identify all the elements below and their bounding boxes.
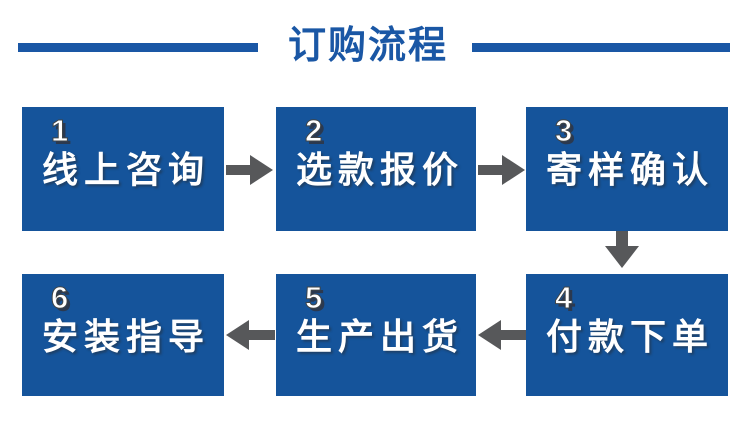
- step-number: 1: [51, 113, 69, 149]
- step-number: 3: [555, 113, 573, 149]
- title-right-bar: [472, 43, 730, 52]
- step-box-6: 6 安装指导: [22, 274, 224, 396]
- step-number: 5: [305, 280, 323, 316]
- step-box-5: 5 生产出货: [276, 274, 476, 396]
- arrow-right-1-2: [226, 155, 273, 185]
- step-box-3: 3 寄样确认: [526, 107, 728, 231]
- arrow-stem: [478, 165, 502, 175]
- step-box-1: 1 线上咨询: [22, 107, 224, 231]
- step-label: 生产出货: [296, 316, 465, 357]
- step-number: 6: [51, 280, 69, 316]
- arrow-stem: [249, 330, 275, 340]
- step-number: 2: [305, 113, 323, 149]
- step-label: 付款下单: [546, 316, 715, 357]
- page-title: 订购流程: [287, 25, 448, 67]
- arrow-head-right-icon: [502, 155, 525, 185]
- arrow-left-4-5: [478, 320, 527, 350]
- step-label: 选款报价: [296, 149, 465, 190]
- step-label: 安装指导: [42, 316, 211, 357]
- arrow-head-down-icon: [605, 246, 639, 268]
- arrow-right-2-3: [478, 155, 525, 185]
- arrow-stem: [616, 231, 628, 246]
- step-box-4: 4 付款下单: [526, 274, 728, 396]
- step-number: 4: [555, 280, 573, 316]
- step-label: 线上咨询: [42, 149, 211, 190]
- arrow-head-left-icon: [226, 320, 249, 350]
- arrow-head-left-icon: [478, 320, 501, 350]
- step-box-2: 2 选款报价: [276, 107, 476, 231]
- arrow-left-5-6: [226, 320, 275, 350]
- arrow-stem: [501, 330, 527, 340]
- arrow-down-3-4: [605, 231, 639, 268]
- arrow-stem: [226, 165, 250, 175]
- title-left-bar: [18, 43, 258, 52]
- arrow-head-right-icon: [250, 155, 273, 185]
- step-label: 寄样确认: [546, 149, 715, 190]
